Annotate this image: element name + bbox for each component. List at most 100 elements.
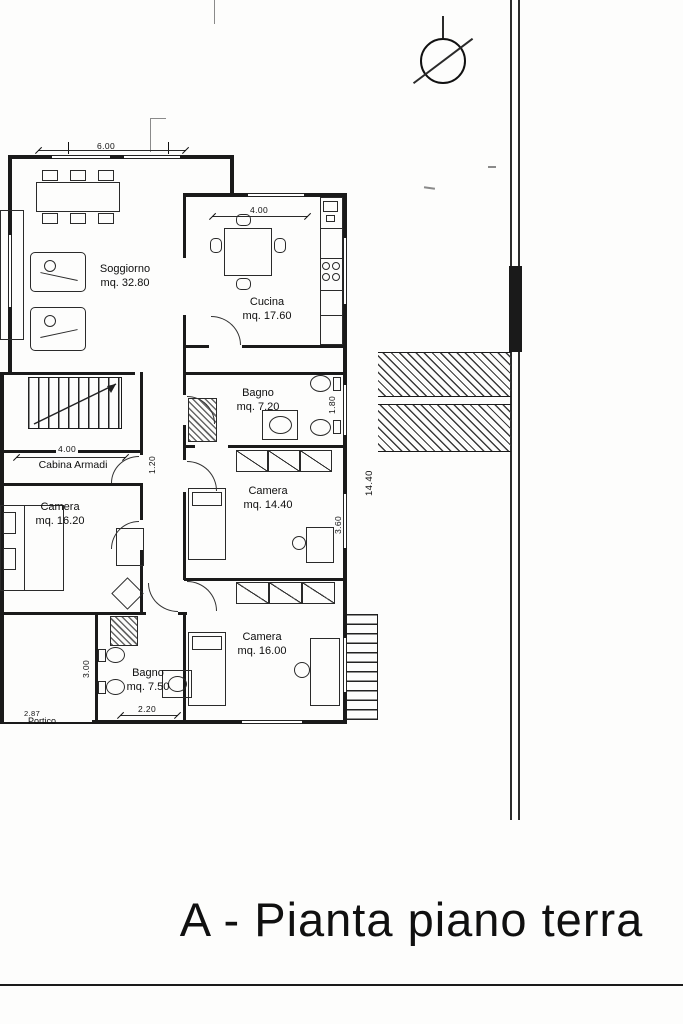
- wardrobe-cell: [236, 582, 269, 604]
- wall-segment: [183, 345, 209, 348]
- room-area: mq. 32.80: [100, 277, 150, 290]
- pillow: [192, 636, 222, 650]
- counter-divider: [320, 228, 343, 230]
- sofa: [0, 210, 24, 340]
- armchair: [30, 307, 86, 351]
- kitchen-table: [224, 228, 272, 276]
- interior-stairs: [28, 377, 122, 429]
- dimension-line: [16, 457, 126, 458]
- dining-chair: [42, 170, 58, 181]
- dimension-tick: [181, 146, 190, 155]
- boundary-line: [518, 0, 520, 820]
- window: [343, 385, 347, 435]
- kitchen-counter: [320, 197, 343, 345]
- chair: [294, 662, 310, 678]
- stove-burner: [332, 273, 340, 281]
- hatched-ramp-band: [378, 404, 511, 452]
- compass-tick: [442, 16, 444, 38]
- hatched-ramp-band: [378, 352, 511, 397]
- washbasin-bowl: [269, 416, 292, 434]
- washing-machine: [110, 616, 138, 646]
- window: [242, 720, 302, 724]
- nightstand: [306, 527, 334, 563]
- counter-divider: [320, 315, 343, 317]
- dimension-label: 2.20: [138, 704, 157, 714]
- wall-segment: [183, 492, 186, 580]
- wall-segment: [242, 345, 347, 348]
- wall-segment: [92, 720, 347, 724]
- wall-segment: [230, 155, 234, 197]
- wall-segment: [95, 612, 98, 722]
- bidet-tank: [98, 681, 106, 694]
- boundary-wall-fill: [509, 266, 522, 352]
- door-arc: [148, 583, 178, 612]
- door-arc: [187, 461, 217, 491]
- washbasin-bowl: [168, 676, 187, 692]
- wall-segment: [183, 345, 186, 395]
- washbasin: [262, 410, 298, 440]
- room-label-bagno-2: Bagno mq. 7.50: [103, 666, 193, 695]
- window: [343, 638, 347, 692]
- pillow: [192, 492, 222, 506]
- room-area: mq. 16.00: [237, 645, 287, 658]
- wall-segment: [0, 722, 95, 724]
- bidet: [106, 679, 125, 695]
- kitchen-chair: [210, 238, 222, 253]
- room-area: mq. 7.20: [236, 401, 280, 414]
- room-label-cucina: Cucina mq. 17.60: [222, 295, 312, 324]
- stove-burner: [322, 262, 330, 270]
- wall-segment: [183, 425, 186, 460]
- room-area: mq. 14.40: [243, 499, 293, 512]
- room-name: Cucina: [249, 296, 285, 308]
- boundary-line: [510, 0, 512, 820]
- room-area: mq. 16.20: [35, 515, 85, 528]
- pouf: [111, 577, 144, 610]
- wall-segment: [0, 372, 4, 722]
- dimension-label: 2.87: [24, 709, 41, 718]
- room-name: Bagno: [132, 667, 164, 679]
- window: [343, 494, 347, 548]
- wall-segment: [185, 372, 347, 375]
- kitchen-chair: [236, 214, 251, 226]
- dimension-label: 1.20: [147, 455, 157, 474]
- washbasin: [162, 670, 192, 698]
- desk: [310, 638, 340, 706]
- counter-divider: [320, 258, 343, 260]
- kitchen-chair: [274, 238, 286, 253]
- room-label-camera-1620: Camera mq. 16.20: [15, 500, 105, 529]
- wall-segment: [140, 483, 143, 520]
- wall-segment: [0, 483, 143, 486]
- wardrobe-cell: [268, 450, 300, 472]
- wardrobe-cell: [269, 582, 302, 604]
- wardrobe-cell: [300, 450, 332, 472]
- room-name: Cabina Armadi: [38, 459, 108, 471]
- sink: [323, 201, 338, 212]
- kitchen-chair: [236, 278, 251, 290]
- wall-segment: [185, 445, 195, 448]
- dining-chair: [42, 213, 58, 224]
- room-label-portico: Portico: [14, 716, 70, 728]
- dimension-line: [38, 150, 186, 151]
- bed: [188, 632, 226, 706]
- wall-segment: [140, 372, 143, 455]
- dimension-label: 3.00: [81, 659, 91, 678]
- toilet: [310, 375, 331, 392]
- dimension-label: 6.00: [97, 141, 116, 151]
- bidet: [310, 419, 331, 436]
- armchair: [30, 252, 86, 292]
- scan-mark: [150, 118, 166, 119]
- room-area: mq. 17.60: [242, 310, 292, 323]
- dimension-tick: [303, 212, 312, 221]
- dining-chair: [70, 170, 86, 181]
- armchair-cushion: [44, 315, 56, 327]
- stove-burner: [332, 262, 340, 270]
- counter-divider: [320, 290, 343, 292]
- wall-segment: [8, 155, 234, 159]
- wall-segment: [0, 372, 135, 375]
- pillow: [3, 548, 16, 570]
- window: [8, 235, 12, 307]
- room-label-bagno-1: Bagno mq. 7.20: [213, 386, 303, 415]
- wall-segment: [0, 612, 146, 615]
- room-area: mq. 7.50: [126, 681, 170, 694]
- dimension-line: [212, 216, 308, 217]
